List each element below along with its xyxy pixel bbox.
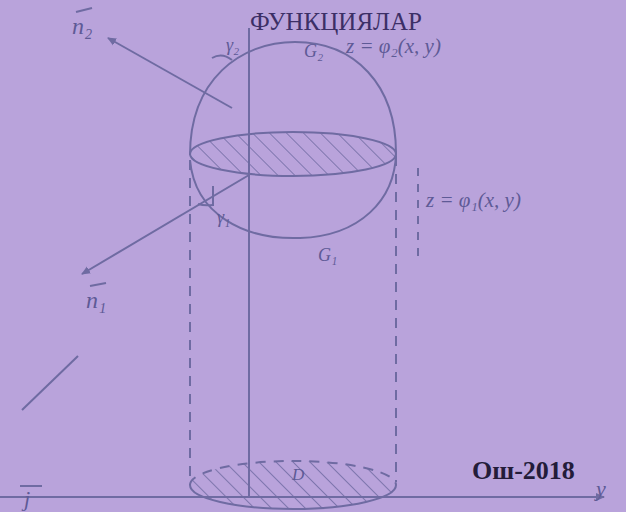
surface-label: G₁	[318, 246, 337, 264]
surface-equation: z = φ₁(x, y)	[426, 190, 521, 211]
vector-label: n₂	[72, 14, 92, 38]
angle-label: γ₁	[217, 208, 230, 226]
vector-label: n₁	[86, 288, 106, 312]
angle-label: γ₂	[226, 36, 239, 54]
surface-equation: z = φ₂(x, y)	[346, 36, 441, 57]
book-title: ФУНКЦИЯЛАР	[250, 9, 422, 34]
axis-label: j	[24, 488, 30, 510]
surface-label: G₂	[304, 42, 323, 60]
axis-label: y	[596, 478, 606, 500]
publication-place-year: Ош-2018	[472, 458, 575, 484]
domain-label: D	[292, 466, 304, 483]
